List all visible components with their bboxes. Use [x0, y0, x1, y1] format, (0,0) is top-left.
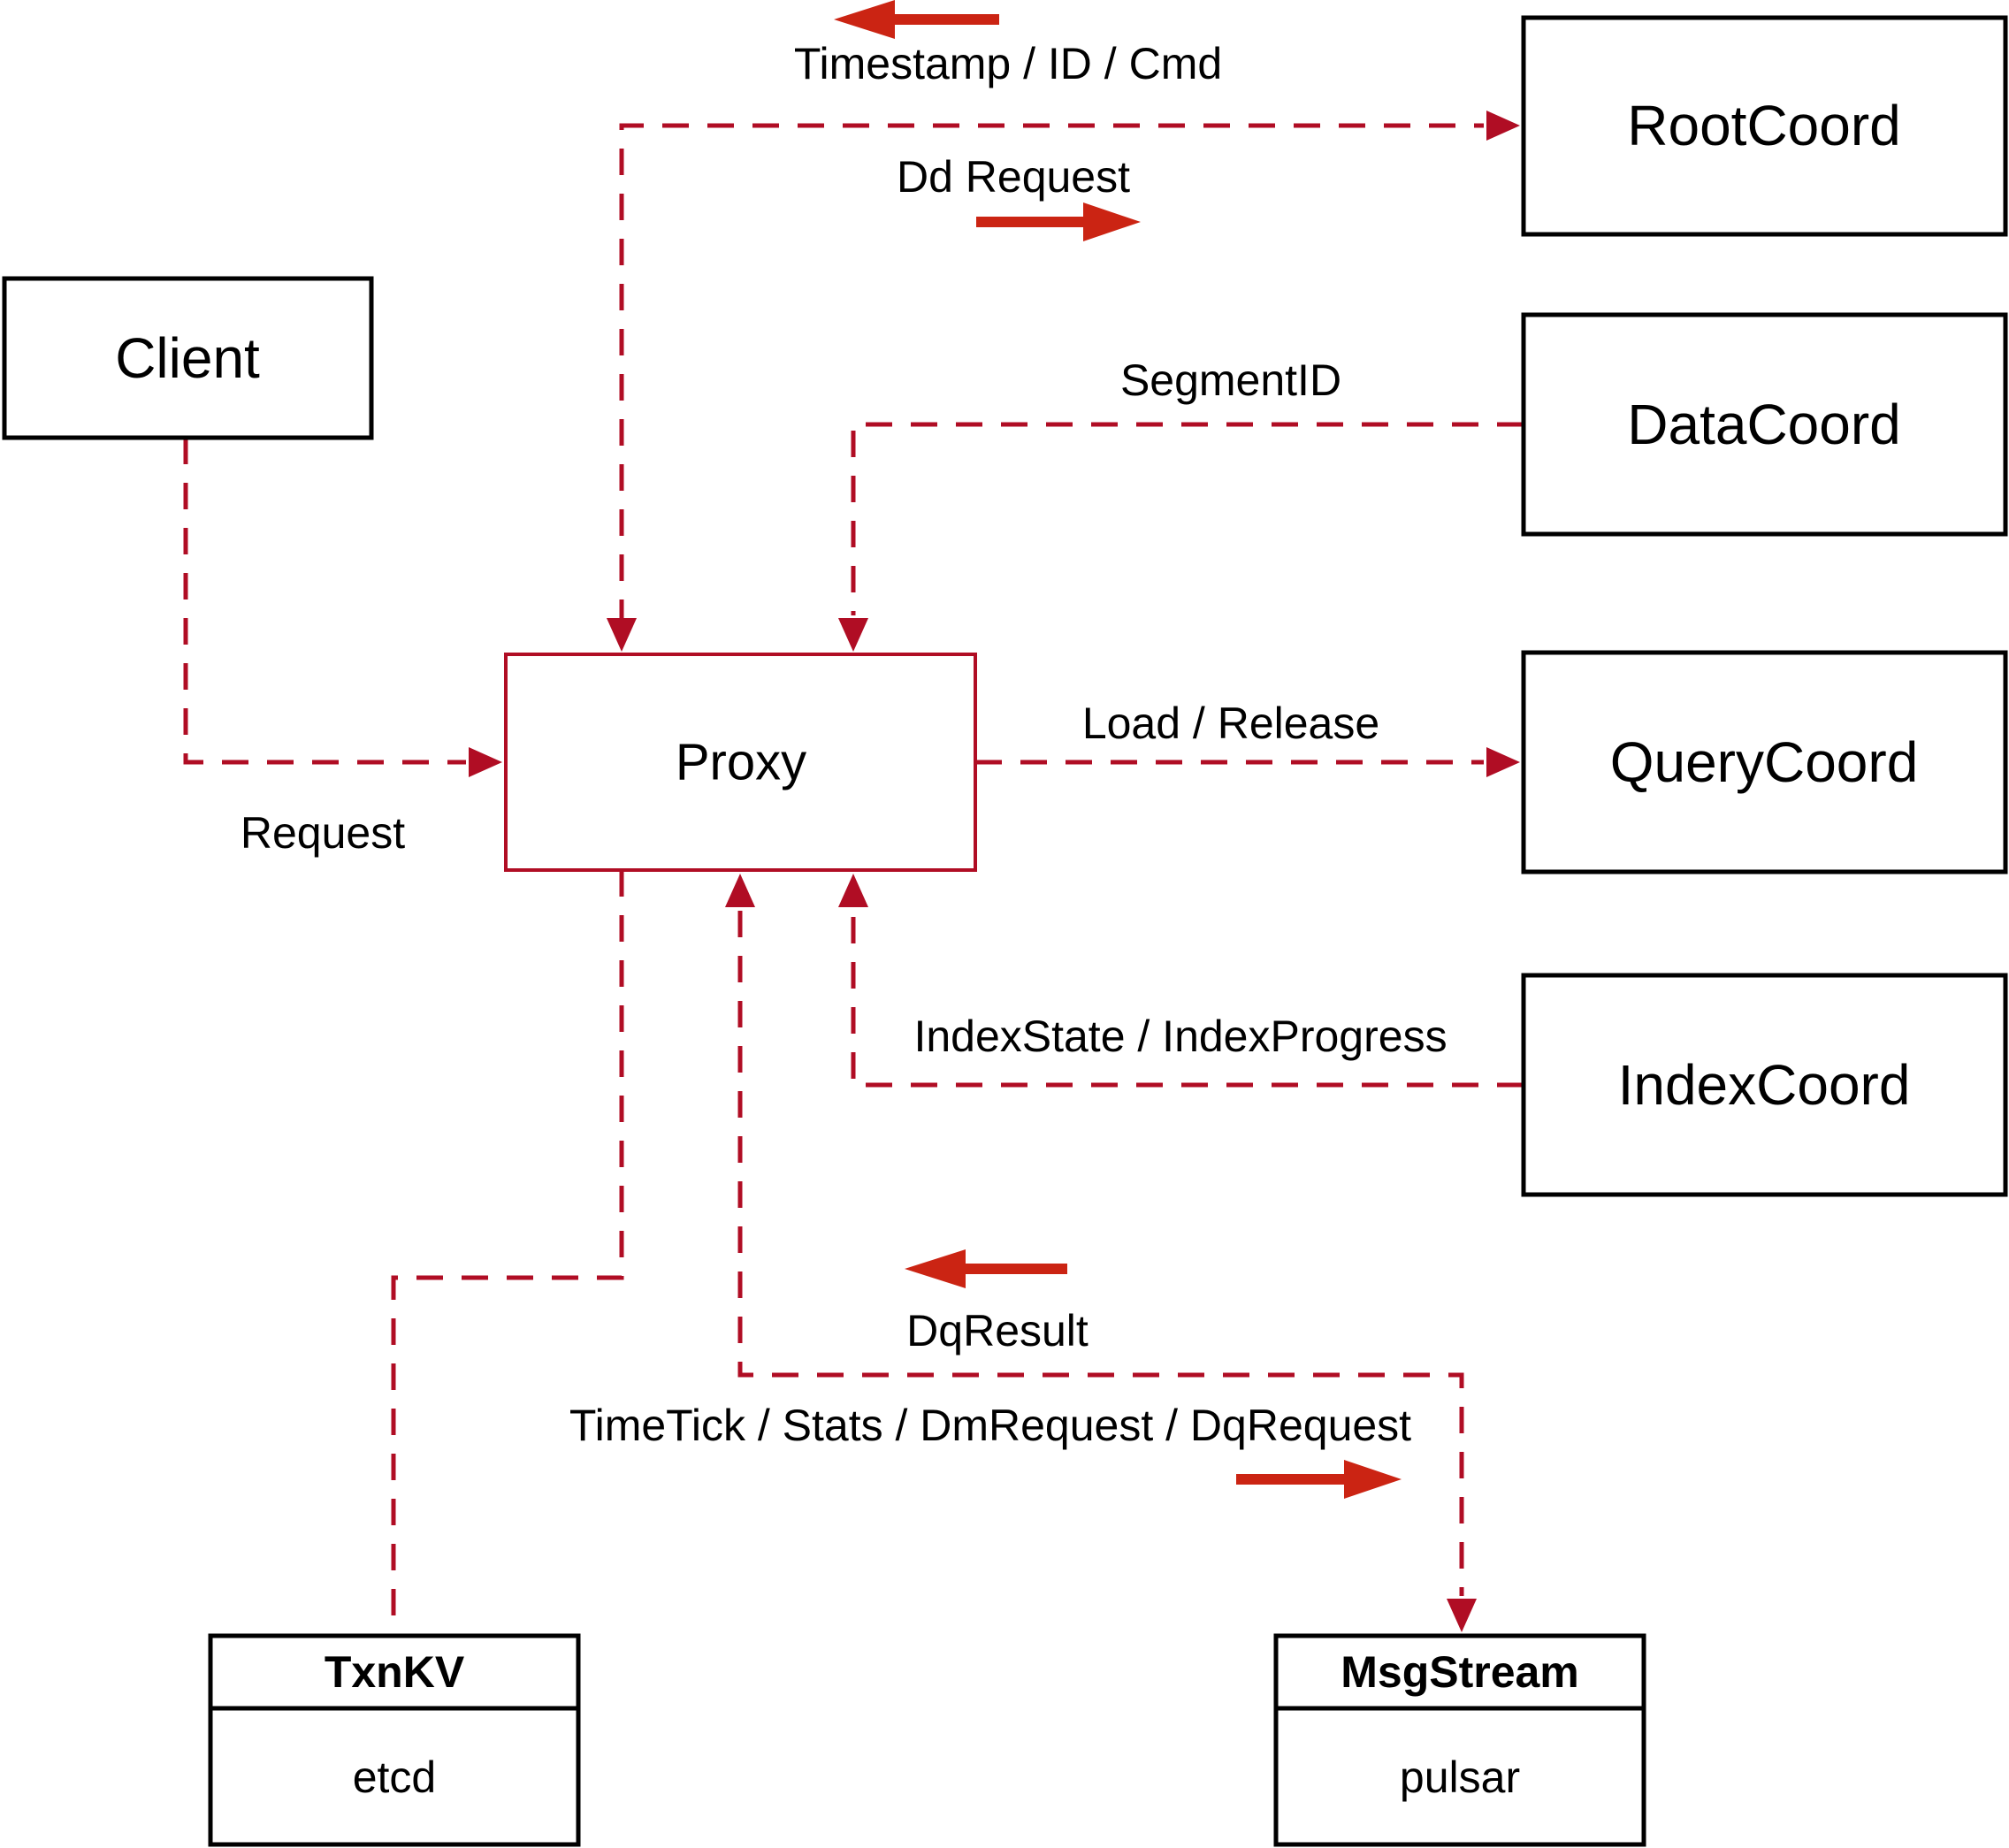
msgstream-title: MsgStream — [1341, 1647, 1579, 1697]
node-txnkv: TxnKV etcd — [208, 1633, 581, 1847]
arrowhead-into-proxy-bottom-right — [838, 874, 868, 907]
arrowhead-into-proxy-top-left — [607, 618, 637, 652]
arrowhead-into-msgstream — [1447, 1599, 1477, 1632]
edge-client-proxy — [183, 438, 466, 765]
edge-label-load-release: Load / Release — [1082, 699, 1379, 748]
rootcoord-box — [1521, 15, 2008, 237]
edge-proxy-msgstream — [737, 911, 1464, 1596]
edge-proxy-rootcoord — [619, 123, 1484, 626]
txnkv-box — [208, 1633, 581, 1847]
edge-label-dqresult: DqResult — [906, 1306, 1089, 1355]
querycoord-box — [1521, 650, 2008, 874]
direction-icons — [834, 0, 1402, 1499]
edge-label-segmentid: SegmentID — [1120, 355, 1341, 405]
edge-proxy-txnkv — [391, 870, 624, 1634]
edge-label-dd-request: Dd Request — [897, 152, 1130, 202]
msgstream-impl-label: pulsar — [1400, 1753, 1520, 1802]
msgstream-box — [1273, 1633, 1646, 1847]
arrowhead-into-rootcoord — [1486, 111, 1520, 141]
edge-label-timetick-stats: TimeTick / Stats / DmRequest / DqRequest — [569, 1401, 1411, 1450]
node-datacoord: DataCoord — [1521, 312, 2008, 537]
arrowhead-into-proxy-top-right — [838, 618, 868, 652]
txnkv-impl-label: etcd — [353, 1753, 437, 1802]
datacoord-box — [1521, 312, 2008, 537]
edge-label-request: Request — [241, 808, 405, 858]
node-indexcoord: IndexCoord — [1521, 973, 2008, 1197]
arrowhead-into-proxy-left — [469, 747, 502, 777]
edge-label-indexstate-indexprogress: IndexState / IndexProgress — [913, 1012, 1447, 1061]
edge-indexcoord-proxy — [851, 911, 1524, 1088]
edge-label-timestamp-id-cmd: Timestamp / ID / Cmd — [794, 39, 1222, 88]
arrow-left-icon — [905, 1249, 1067, 1288]
client-label: Client — [115, 326, 260, 390]
node-querycoord: QueryCoord — [1521, 650, 2008, 874]
datacoord-label: DataCoord — [1627, 393, 1901, 456]
indexcoord-label: IndexCoord — [1618, 1053, 1911, 1117]
indexcoord-box — [1521, 973, 2008, 1197]
client-box — [2, 276, 374, 440]
querycoord-label: QueryCoord — [1610, 730, 1919, 794]
arrowhead-into-proxy-bottom-mid — [725, 874, 755, 907]
dashed-edges — [183, 123, 1524, 1634]
edge-arrowheads — [469, 111, 1520, 1632]
arrow-right-icon — [976, 202, 1141, 241]
rootcoord-label: RootCoord — [1627, 94, 1901, 157]
arrow-left-icon — [834, 0, 999, 39]
edge-datacoord-proxy — [851, 422, 1524, 615]
node-rootcoord: RootCoord — [1521, 15, 2008, 237]
proxy-box — [504, 653, 977, 872]
node-proxy: Proxy — [504, 653, 977, 872]
proxy-label: Proxy — [676, 734, 806, 791]
node-client: Client — [2, 276, 374, 440]
node-msgstream: MsgStream pulsar — [1273, 1633, 1646, 1847]
txnkv-title: TxnKV — [325, 1647, 465, 1697]
arrow-right-icon — [1236, 1460, 1402, 1499]
arrowhead-into-querycoord — [1486, 747, 1520, 777]
